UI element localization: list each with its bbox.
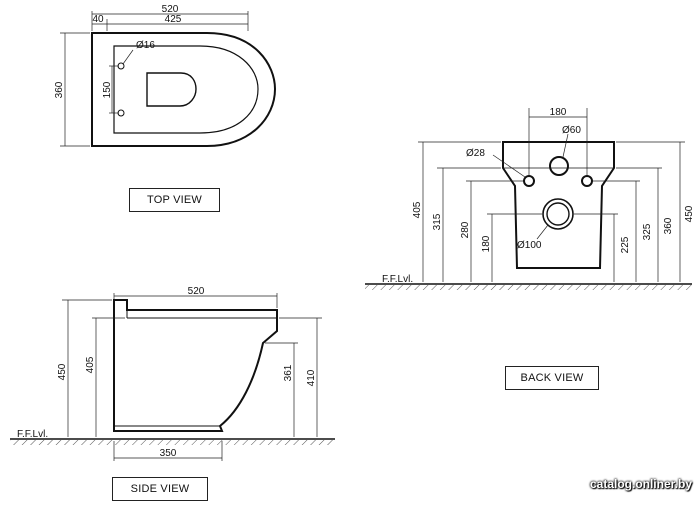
top-dim-360: 360 — [54, 81, 65, 98]
back-dim-405: 405 — [412, 201, 423, 218]
back-dim-225: 225 — [620, 236, 631, 253]
back-view-label: BACK VIEW — [505, 366, 599, 390]
back-view-outlet-inner — [546, 202, 570, 226]
back-dim-o28: Ø28 — [466, 148, 485, 159]
top-view-drain — [146, 72, 197, 107]
side-view-label: SIDE VIEW — [112, 477, 208, 501]
top-view-label: TOP VIEW — [129, 188, 220, 212]
side-dim-350: 350 — [160, 448, 177, 459]
side-view-body — [113, 299, 278, 432]
back-dim-280: 280 — [460, 221, 471, 238]
back-view-drawing: F.F.Lvl. 180 Ø60 Ø28 Ø100 405 — [365, 107, 695, 290]
back-floor-label: F.F.Lvl. — [382, 274, 413, 285]
top-dim-520: 520 — [162, 4, 179, 15]
side-dim-410: 410 — [306, 369, 317, 386]
back-dim-o100: Ø100 — [517, 240, 542, 251]
back-view-body — [502, 141, 615, 269]
back-dim-180-top: 180 — [550, 107, 567, 118]
top-dim-o16: Ø16 — [136, 40, 155, 51]
top-dim-40: 40 — [92, 14, 104, 25]
side-dim-361: 361 — [283, 364, 294, 381]
side-dim-450: 450 — [57, 363, 68, 380]
top-view-drawing: 520 40 425 360 150 Ø16 — [54, 4, 277, 147]
back-view-inlet — [549, 156, 569, 176]
top-dim-425: 425 — [165, 14, 182, 25]
back-view-outlet-outer — [542, 198, 574, 230]
top-dim-150: 150 — [102, 81, 113, 98]
top-view-outline — [91, 32, 277, 147]
back-view-bolt-right — [581, 175, 593, 187]
back-dim-o60: Ø60 — [562, 125, 581, 136]
back-dim-180-side: 180 — [481, 235, 492, 252]
side-floor-label: F.F.Lvl. — [17, 429, 48, 440]
side-view-drawing: F.F.Lvl. 520 450 405 361 410 350 — [10, 286, 335, 461]
back-dim-360: 360 — [663, 217, 674, 234]
side-dim-405: 405 — [85, 356, 96, 373]
watermark-text: catalog.onliner.by — [589, 477, 692, 491]
back-view-bolt-left — [523, 175, 535, 187]
back-dim-315: 315 — [432, 213, 443, 230]
top-view-bowl — [113, 45, 259, 134]
back-dim-450: 450 — [684, 205, 695, 222]
side-dim-520: 520 — [188, 286, 205, 297]
back-dim-325: 325 — [642, 223, 653, 240]
